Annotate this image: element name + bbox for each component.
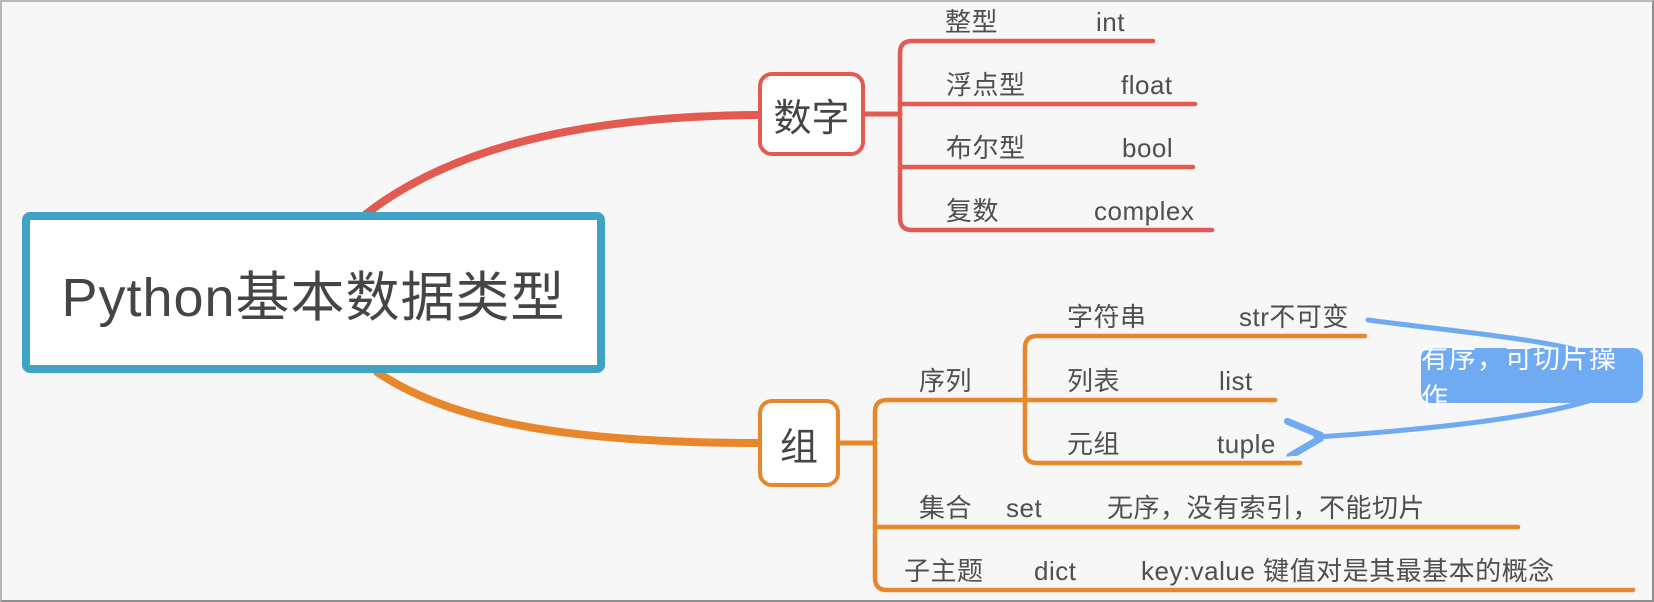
topic-complex-label[interactable]: 复数 [946,196,1000,226]
root-topic[interactable]: Python基本数据类型 [22,212,605,373]
group-branch-lines [373,333,1636,593]
topic-tuple-label[interactable]: 元组 [1067,429,1121,459]
numbers-branch-lines [362,38,1215,233]
topic-numbers[interactable]: 数字 [758,72,865,156]
topic-list-value[interactable]: list [1219,366,1253,396]
topic-group[interactable]: 组 [758,399,840,487]
topic-bool-value[interactable]: bool [1122,133,1174,163]
callout-label: 有序，可切片操作 [1421,343,1617,413]
topic-numbers-label: 数字 [773,97,850,140]
topic-float-label[interactable]: 浮点型 [946,70,1026,100]
topic-complex-value[interactable]: complex [1094,196,1195,226]
root-topic-label: Python基本数据类型 [61,268,566,328]
topic-set-note[interactable]: 无序，没有索引，不能切片 [1107,493,1426,523]
topic-bool-label[interactable]: 布尔型 [946,133,1026,163]
topic-float-value[interactable]: float [1121,70,1173,100]
topic-dict-label[interactable]: 子主题 [904,556,984,586]
topic-string-label[interactable]: 字符串 [1067,302,1147,332]
topic-group-label: 组 [779,426,818,469]
topic-string-value[interactable]: str不可变 [1239,302,1349,332]
topic-integer-label[interactable]: 整型 [945,7,999,37]
callout-ordered-sliceable[interactable]: 有序，可切片操作 [1421,344,1643,413]
topic-set-label[interactable]: 集合 [919,493,973,523]
topic-list-label[interactable]: 列表 [1067,366,1121,396]
topic-sequence-label[interactable]: 序列 [919,366,973,396]
topic-set-value[interactable]: set [1006,493,1043,523]
topic-integer-value[interactable]: int [1096,7,1125,37]
topic-dict-value[interactable]: dict [1034,556,1077,586]
topic-tuple-value[interactable]: tuple [1217,429,1276,459]
topic-dict-note[interactable]: key:value 键值对是其最基本的概念 [1141,556,1555,586]
